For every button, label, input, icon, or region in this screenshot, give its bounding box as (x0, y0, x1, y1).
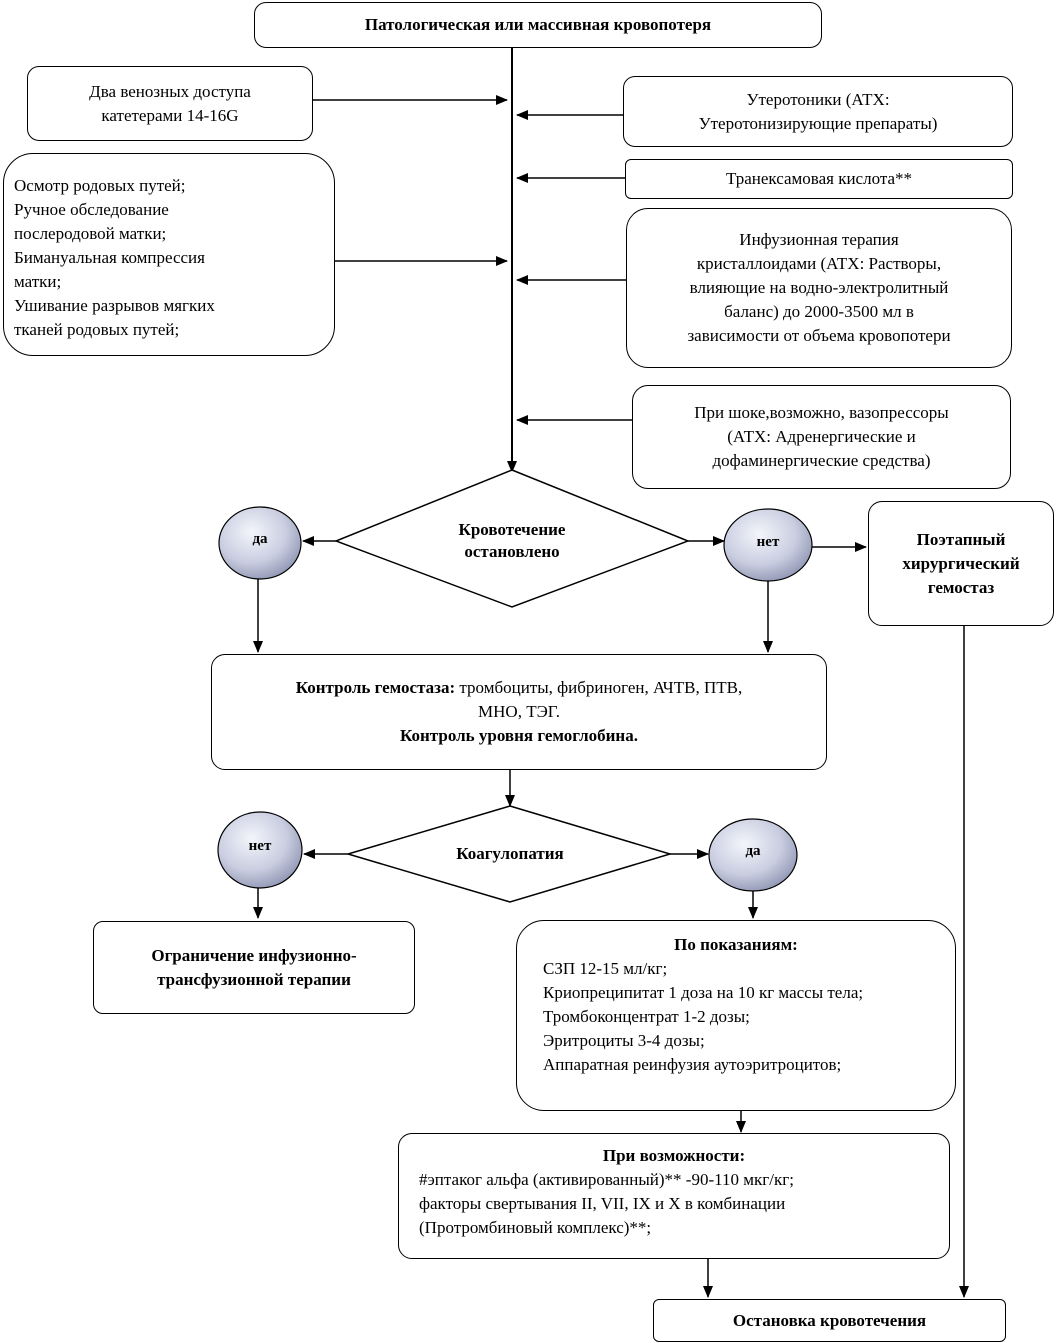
hemostasis-control-box: Контроль гемостаза: тромбоциты, фибриног… (211, 654, 827, 770)
control-line-1-bold: Контроль гемостаза: (295, 678, 456, 697)
decision-coagulopathy-text: Коагулопатия (456, 844, 564, 863)
oval-no1 (723, 508, 813, 582)
procedure-line-7: тканей родовых путей; (14, 320, 180, 339)
start-title: Патологическая или массивная кровопотеря (364, 15, 712, 34)
possible-item-1: #эптаког альфа (активированный)** -90-11… (419, 1170, 794, 1189)
procedures-box: Осмотр родовых путей; Ручное обследовани… (3, 153, 335, 356)
limit-infusion-box: Ограничение инфузионно- трансфузионной т… (93, 921, 415, 1014)
uterotonics-line-2: Утеротонизирующие препараты) (698, 113, 938, 133)
end-title: Остановка кровотечения (732, 1310, 927, 1330)
oval-no2 (217, 811, 303, 889)
uterotonics-line-1: Утеротоники (АТХ: (746, 89, 890, 109)
decision-bleeding-stopped-text: Кровотечение остановлено (412, 519, 612, 563)
end-box: Остановка кровотечения (653, 1299, 1006, 1342)
indications-item-4: Эритроциты 3-4 дозы; (543, 1031, 705, 1050)
venous-access-box: Два венозных доступа катетерами 14-16G (27, 66, 313, 141)
procedure-line-5: матки; (14, 272, 62, 291)
oval-yes1 (218, 506, 302, 580)
start-box: Патологическая или массивная кровопотеря (254, 2, 822, 48)
yes1-label: да (252, 531, 268, 547)
vasopressors-line-1: При шоке,возможно, вазопрессоры (694, 403, 949, 422)
decision-coagulopathy-diamond (345, 805, 673, 903)
control-line-3: Контроль уровня гемоглобина. (400, 726, 638, 745)
surgical-line-3: гемостаз (927, 577, 995, 597)
procedure-line-3: послеродовой матки; (14, 224, 167, 243)
indications-item-2: Криопреципитат 1 доза на 10 кг массы тел… (543, 983, 864, 1002)
infusion-line-2: кристаллоидами (АТХ: Растворы, (696, 254, 942, 273)
possible-title: При возможности: (602, 1146, 746, 1165)
possible-item-3: (Протромбиновый комплекс)**; (419, 1218, 652, 1237)
no2-label: нет (248, 838, 272, 854)
decision-bleeding-stopped-diamond (333, 469, 691, 608)
infusion-line-5: зависимости от объема кровопотери (687, 326, 951, 345)
indications-item-3: Тромбоконцентрат 1-2 дозы; (543, 1007, 750, 1026)
infusion-box: Инфузионная терапия кристаллоидами (АТХ:… (626, 208, 1012, 368)
indications-box: По показаниям: СЗП 12-15 мл/кг; Криопрец… (516, 920, 956, 1111)
uterotonics-box: Утеротоники (АТХ: Утеротонизирующие преп… (623, 76, 1013, 147)
control-line-2: МНО, ТЭГ. (478, 702, 560, 721)
procedure-line-2: Ручное обследование (14, 200, 169, 219)
yes2-label: да (745, 843, 761, 859)
tranexamic-text: Транексамовая кислота** (725, 169, 913, 188)
venous-access-line-2: катетерами 14-16G (101, 105, 239, 125)
procedure-line-1: Осмотр родовых путей; (14, 176, 186, 195)
indications-item-5: Аппаратная реинфузия аутоэритроцитов; (543, 1055, 842, 1074)
possible-item-2: факторы свертывания II, VII, IX и X в ко… (419, 1194, 786, 1213)
control-line-1: Контроль гемостаза: тромбоциты, фибриног… (296, 676, 742, 700)
limit-line-2: трансфузионной терапии (157, 969, 351, 989)
infusion-line-4: баланс) до 2000-3500 мл в (724, 302, 914, 321)
possible-box: При возможности: #эптаког альфа (активир… (398, 1133, 950, 1259)
vasopressors-line-3: дофаминергические средства) (712, 451, 931, 470)
infusion-line-3: влияющие на водно-электролитный (689, 278, 949, 297)
decision1-line-2: остановлено (464, 542, 560, 561)
indications-title: По показаниям: (674, 935, 798, 954)
vasopressors-line-2: (АТХ: Адренергические и (727, 427, 916, 446)
surgical-line-1: Поэтапный (916, 529, 1006, 549)
limit-line-1: Ограничение инфузионно- (151, 945, 357, 965)
vasopressors-box: При шоке,возможно, вазопрессоры (АТХ: Ад… (632, 385, 1011, 489)
indications-item-1: СЗП 12-15 мл/кг; (543, 959, 668, 978)
surgical-hemostasis-box: Поэтапный хирургический гемостаз (868, 501, 1054, 626)
oval-yes2 (708, 818, 798, 892)
venous-access-line-1: Два венозных доступа (89, 81, 251, 101)
tranexamic-box: Транексамовая кислота** (625, 159, 1013, 199)
infusion-line-1: Инфузионная терапия (739, 230, 899, 249)
procedure-line-4: Бимануальная компрессия (14, 248, 205, 267)
surgical-line-2: хирургический (902, 553, 1020, 573)
decision1-line-1: Кровотечение (458, 520, 566, 539)
procedure-line-6: Ушивание разрывов мягких (14, 296, 215, 315)
control-line-1-rest: тромбоциты, фибриноген, АЧТВ, ПТВ, (455, 678, 743, 697)
no1-label: нет (756, 534, 780, 550)
